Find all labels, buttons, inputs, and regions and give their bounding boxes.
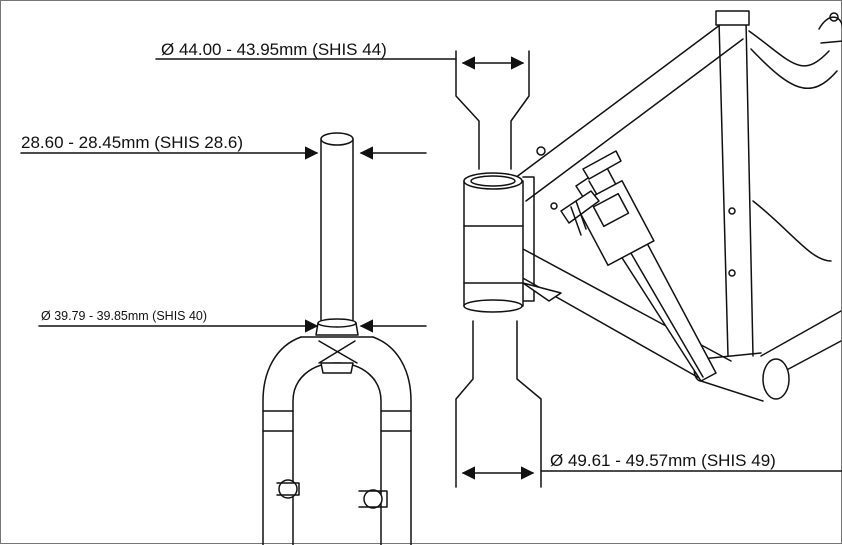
seat-tube (718, 20, 754, 357)
leader-lines (20, 58, 842, 472)
seat-stay (748, 30, 838, 89)
brake-boss-left (278, 479, 298, 499)
fork (262, 132, 412, 545)
steerer-od-label: 28.60 - 28.45mm (SHIS 28.6) (21, 133, 244, 152)
headset-cup (463, 172, 524, 313)
fork-crown (262, 336, 412, 545)
top-tube (510, 12, 744, 202)
caliper-icon (560, 150, 717, 382)
bottom-bracket-shell (762, 358, 790, 400)
steerer-tube (320, 138, 354, 326)
upper-bore-gauge (455, 50, 530, 170)
seat-stay-lower (752, 200, 832, 262)
bike-frame (510, 10, 842, 402)
brake-boss-right (363, 489, 383, 509)
head-tube-id-label: Ø 44.00 - 43.95mm (SHIS 44) (161, 40, 387, 59)
lower-cup-id-label: Ø 49.61 - 49.57mm (SHIS 49) (550, 451, 776, 470)
crown-race-label: Ø 39.79 - 39.85mm (SHIS 40) (41, 309, 208, 323)
seat-clamp (715, 10, 750, 26)
dropout (818, 16, 842, 44)
lower-bore-gauge (455, 320, 542, 488)
